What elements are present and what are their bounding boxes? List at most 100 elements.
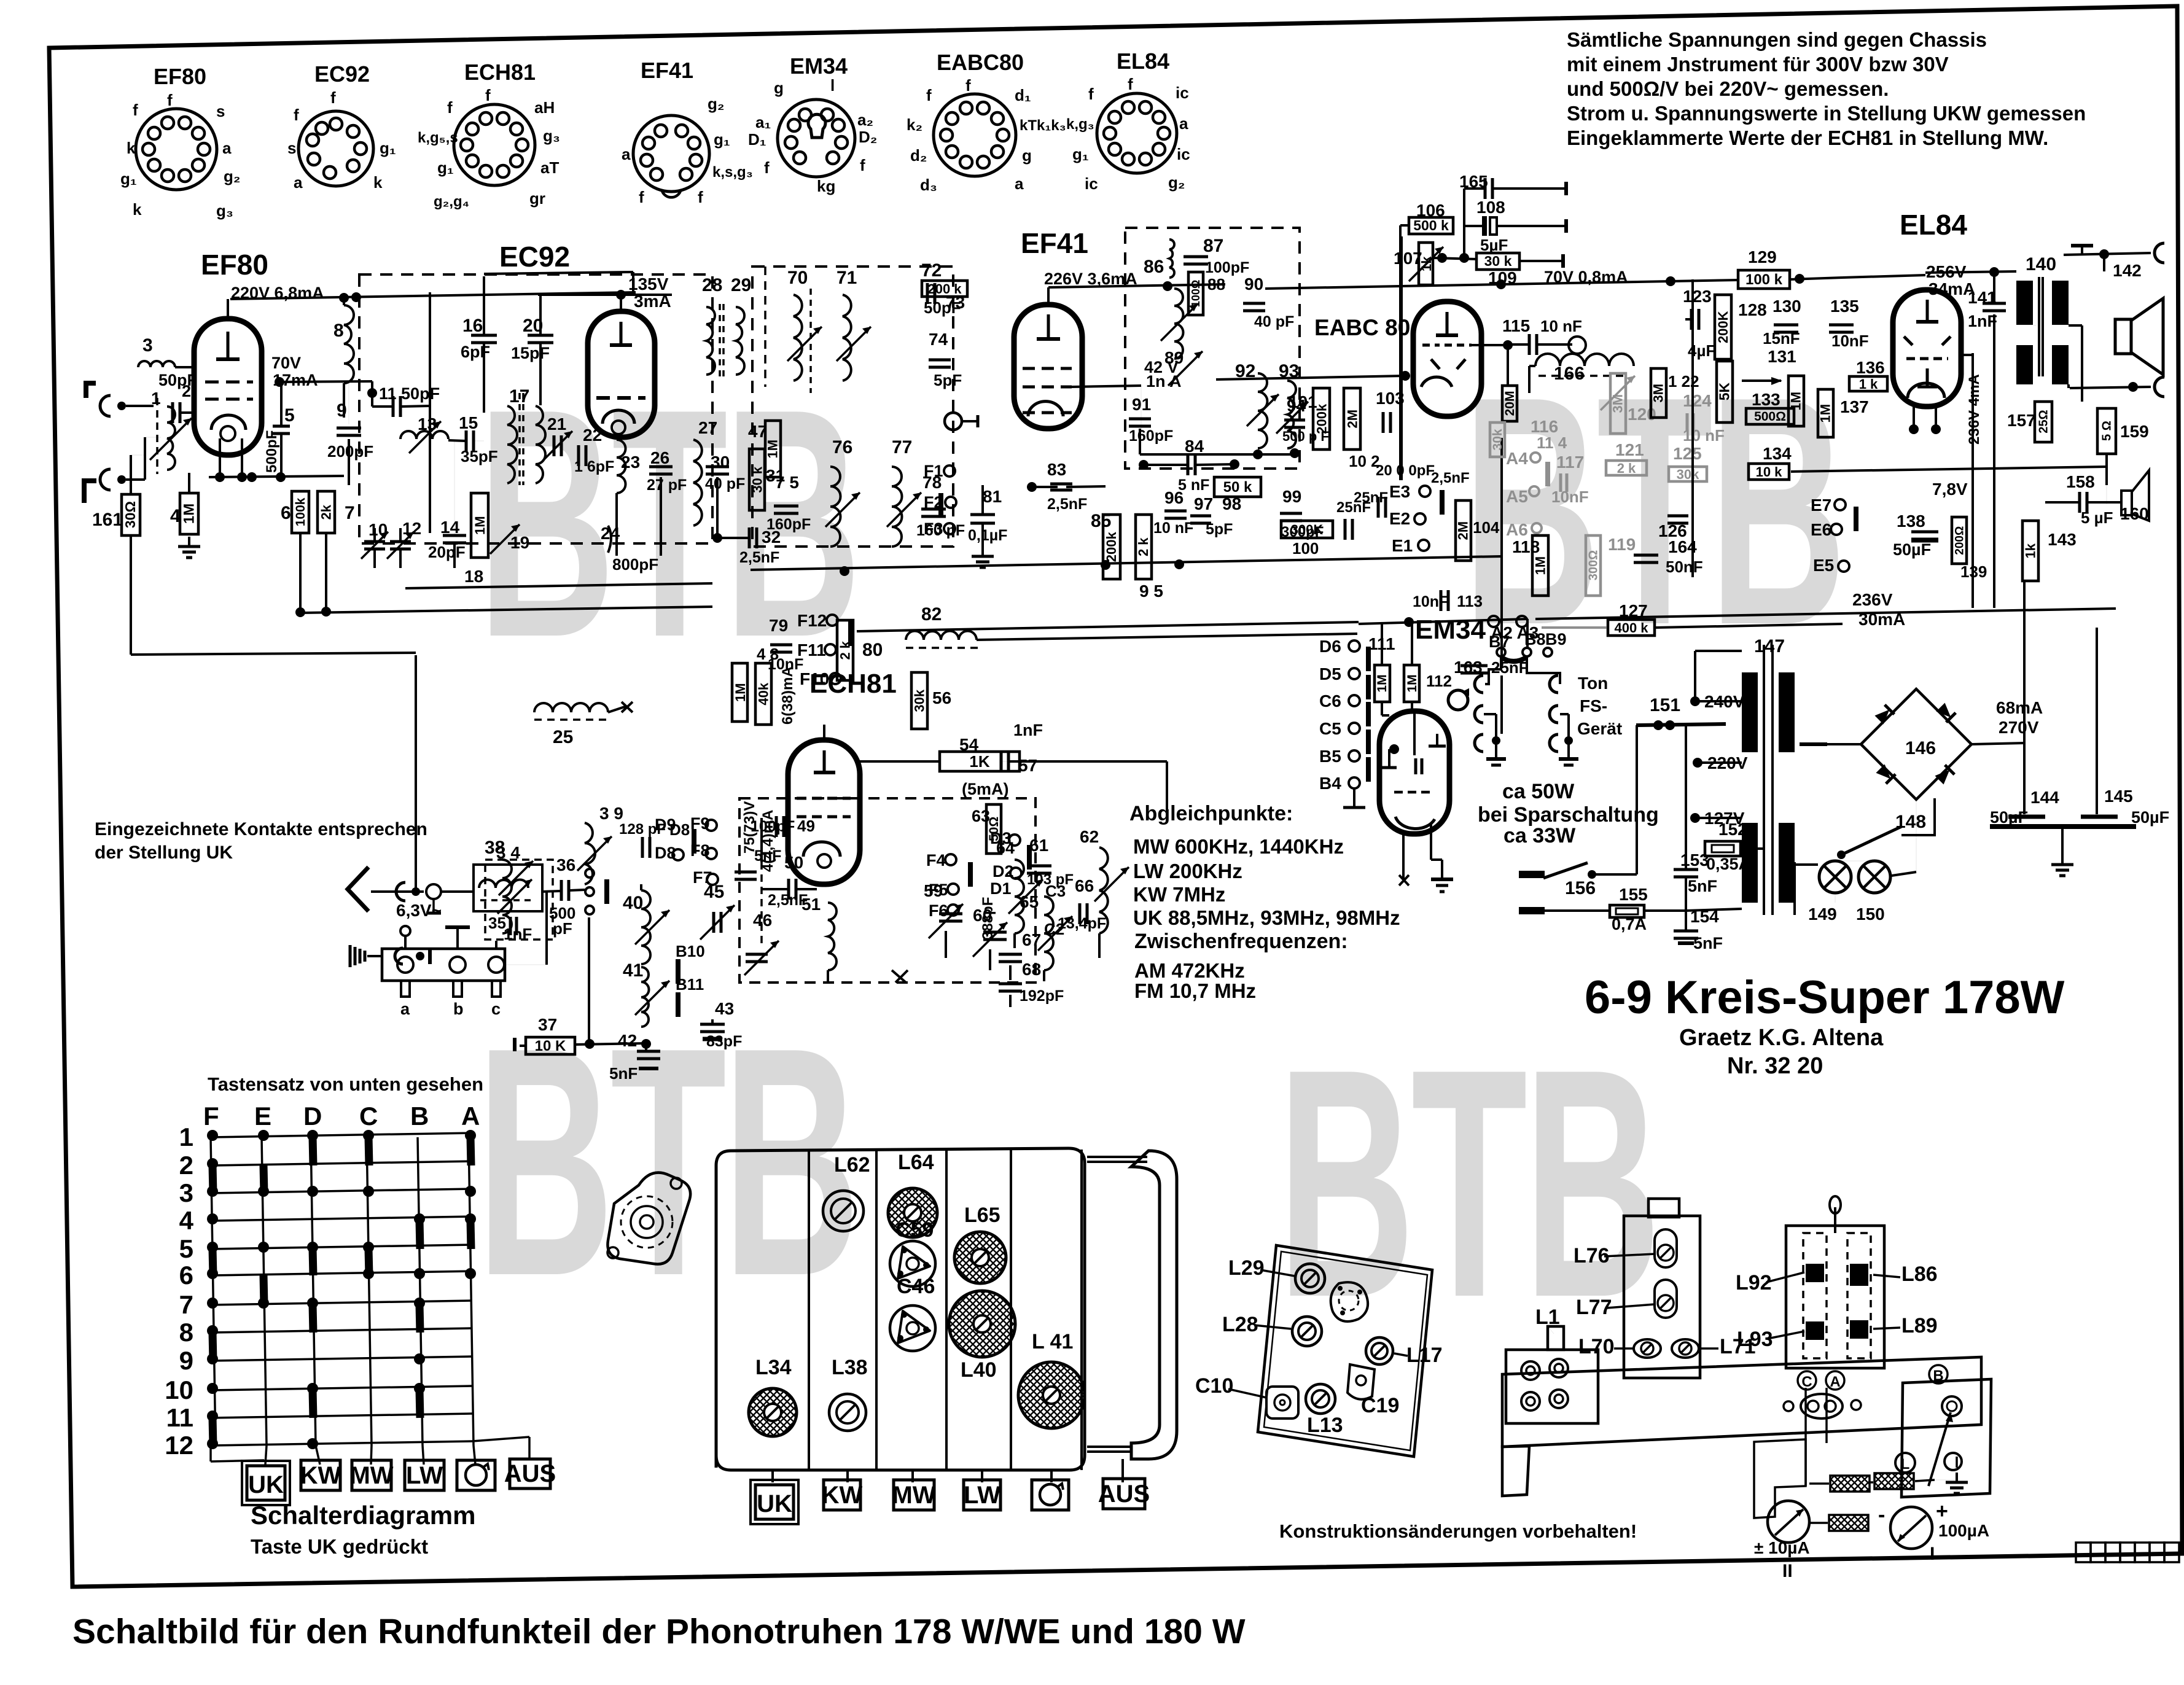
svg-text:F4: F4 <box>926 851 946 870</box>
svg-text:2M: 2M <box>1344 410 1360 429</box>
svg-text:EC92: EC92 <box>499 241 570 273</box>
svg-text:100Ω: 100Ω <box>1190 280 1202 307</box>
svg-text:0,7A: 0,7A <box>1612 915 1647 933</box>
svg-text:3: 3 <box>179 1178 193 1207</box>
svg-text:3 4: 3 4 <box>496 843 520 862</box>
svg-text:68: 68 <box>1022 960 1041 979</box>
svg-text:62: 62 <box>1080 827 1099 846</box>
svg-text:21: 21 <box>547 414 566 434</box>
svg-text:L92: L92 <box>1736 1271 1772 1294</box>
svg-text:EC92: EC92 <box>314 61 370 87</box>
svg-text:E5: E5 <box>1813 556 1834 575</box>
svg-text:0,35A: 0,35A <box>1706 855 1750 873</box>
svg-text:18: 18 <box>464 567 483 586</box>
svg-text:L70: L70 <box>1578 1335 1615 1358</box>
svg-text:154: 154 <box>1690 907 1719 926</box>
svg-text:47: 47 <box>748 422 767 441</box>
svg-text:f: f <box>1088 85 1094 103</box>
svg-text:30: 30 <box>711 453 730 472</box>
svg-text:40k: 40k <box>755 682 771 705</box>
svg-text:5K: 5K <box>1717 383 1733 401</box>
svg-text:30Ω: 30Ω <box>122 501 138 528</box>
svg-text:236V: 236V <box>1852 590 1893 609</box>
svg-text:F3: F3 <box>924 520 943 538</box>
svg-text:1n A: 1n A <box>1146 372 1182 391</box>
svg-text:Zwischenfrequenzen:: Zwischenfrequenzen: <box>1134 930 1348 953</box>
svg-text:g₂: g₂ <box>1168 173 1185 192</box>
svg-text:AM 472KHz: AM 472KHz <box>1134 959 1245 982</box>
svg-text:500 k: 500 k <box>1413 217 1449 233</box>
svg-text:143: 143 <box>2048 530 2077 549</box>
svg-text:L38: L38 <box>832 1356 868 1379</box>
svg-text:c: c <box>491 1000 501 1018</box>
svg-text:1 k: 1 k <box>1859 376 1878 392</box>
svg-text:158: 158 <box>2066 472 2095 491</box>
svg-text:37: 37 <box>538 1015 557 1034</box>
svg-text:UK: UK <box>757 1490 792 1517</box>
svg-text:200Ω: 200Ω <box>1953 526 1966 555</box>
svg-text:a₁: a₁ <box>755 113 771 131</box>
svg-text:Konstruktionsänderungen vorbe: Konstruktionsänderungen vorbehalten! <box>1279 1520 1637 1542</box>
svg-text:61: 61 <box>1029 836 1048 855</box>
svg-text:10 nF: 10 nF <box>1153 520 1193 537</box>
svg-text:1M: 1M <box>1532 556 1548 575</box>
svg-text:(5mA): (5mA) <box>962 780 1009 798</box>
svg-text:f: f <box>698 188 703 206</box>
svg-text:71: 71 <box>837 268 857 288</box>
svg-text:5nF: 5nF <box>609 1064 638 1083</box>
svg-text:EL84: EL84 <box>1900 209 1967 241</box>
svg-text:BTB: BTB <box>477 980 857 1344</box>
svg-text:134: 134 <box>1763 444 1792 463</box>
svg-text:5nF: 5nF <box>1693 934 1723 952</box>
svg-text:145: 145 <box>2104 787 2133 806</box>
svg-text:5 µF: 5 µF <box>2081 508 2113 527</box>
svg-text:12: 12 <box>165 1431 193 1460</box>
svg-text:22: 22 <box>583 426 602 445</box>
svg-text:UK: UK <box>248 1471 284 1498</box>
svg-text:2,5nF: 2,5nF <box>1047 496 1087 513</box>
svg-text:131: 131 <box>1768 347 1796 366</box>
svg-text:C: C <box>359 1102 378 1130</box>
svg-text:B10: B10 <box>676 942 705 960</box>
svg-text:73: 73 <box>946 293 965 312</box>
svg-text:1M: 1M <box>733 683 748 702</box>
svg-text:112: 112 <box>1426 672 1452 690</box>
svg-text:Tastensatz von unten gesehe: Tastensatz von unten gesehen <box>208 1073 483 1095</box>
svg-text:300K: 300K <box>1291 522 1324 537</box>
svg-text:6: 6 <box>179 1261 193 1290</box>
svg-text:A5: A5 <box>1506 487 1528 506</box>
svg-text:aT: aT <box>540 158 559 177</box>
svg-text:78: 78 <box>922 473 942 492</box>
svg-text:5pF: 5pF <box>1206 521 1233 538</box>
svg-text:D: D <box>303 1102 322 1130</box>
svg-text:7,8V: 7,8V <box>1932 480 1968 499</box>
svg-text:129: 129 <box>1748 247 1777 267</box>
svg-text:C3: C3 <box>1045 882 1066 900</box>
svg-text:F: F <box>203 1102 219 1130</box>
svg-text:32: 32 <box>762 527 781 547</box>
svg-text:f: f <box>447 98 453 117</box>
svg-text:11: 11 <box>166 1403 193 1432</box>
svg-text:2k: 2k <box>318 504 333 520</box>
svg-text:g₁: g₁ <box>437 158 454 177</box>
svg-text:9 5: 9 5 <box>1139 582 1163 601</box>
svg-text:C59: C59 <box>895 1218 934 1242</box>
svg-text:128: 128 <box>1738 300 1767 319</box>
svg-text:Sämtliche Spannungen sind g: Sämtliche Spannungen sind gegen Chassis <box>1567 28 1987 51</box>
svg-text:42 V: 42 V <box>1144 358 1179 376</box>
svg-text:74: 74 <box>929 330 948 349</box>
svg-text:270V: 270V <box>1999 718 2039 737</box>
svg-text:f: f <box>965 76 971 95</box>
svg-text:94: 94 <box>1287 396 1306 415</box>
svg-text:113: 113 <box>1457 592 1483 610</box>
svg-text:200k: 200k <box>1104 532 1119 562</box>
svg-text:D6: D6 <box>1319 637 1341 656</box>
svg-text:EF41: EF41 <box>1021 227 1088 259</box>
svg-text:35: 35 <box>488 914 506 932</box>
svg-text:L1: L1 <box>1535 1306 1560 1329</box>
svg-text:ca 33W: ca 33W <box>1503 824 1576 847</box>
svg-text:BTB: BTB <box>1277 1002 1658 1365</box>
svg-text:L34: L34 <box>755 1356 792 1379</box>
svg-text:kTk₁k₃: kTk₁k₃ <box>1020 117 1066 134</box>
svg-text:108: 108 <box>1476 198 1505 217</box>
